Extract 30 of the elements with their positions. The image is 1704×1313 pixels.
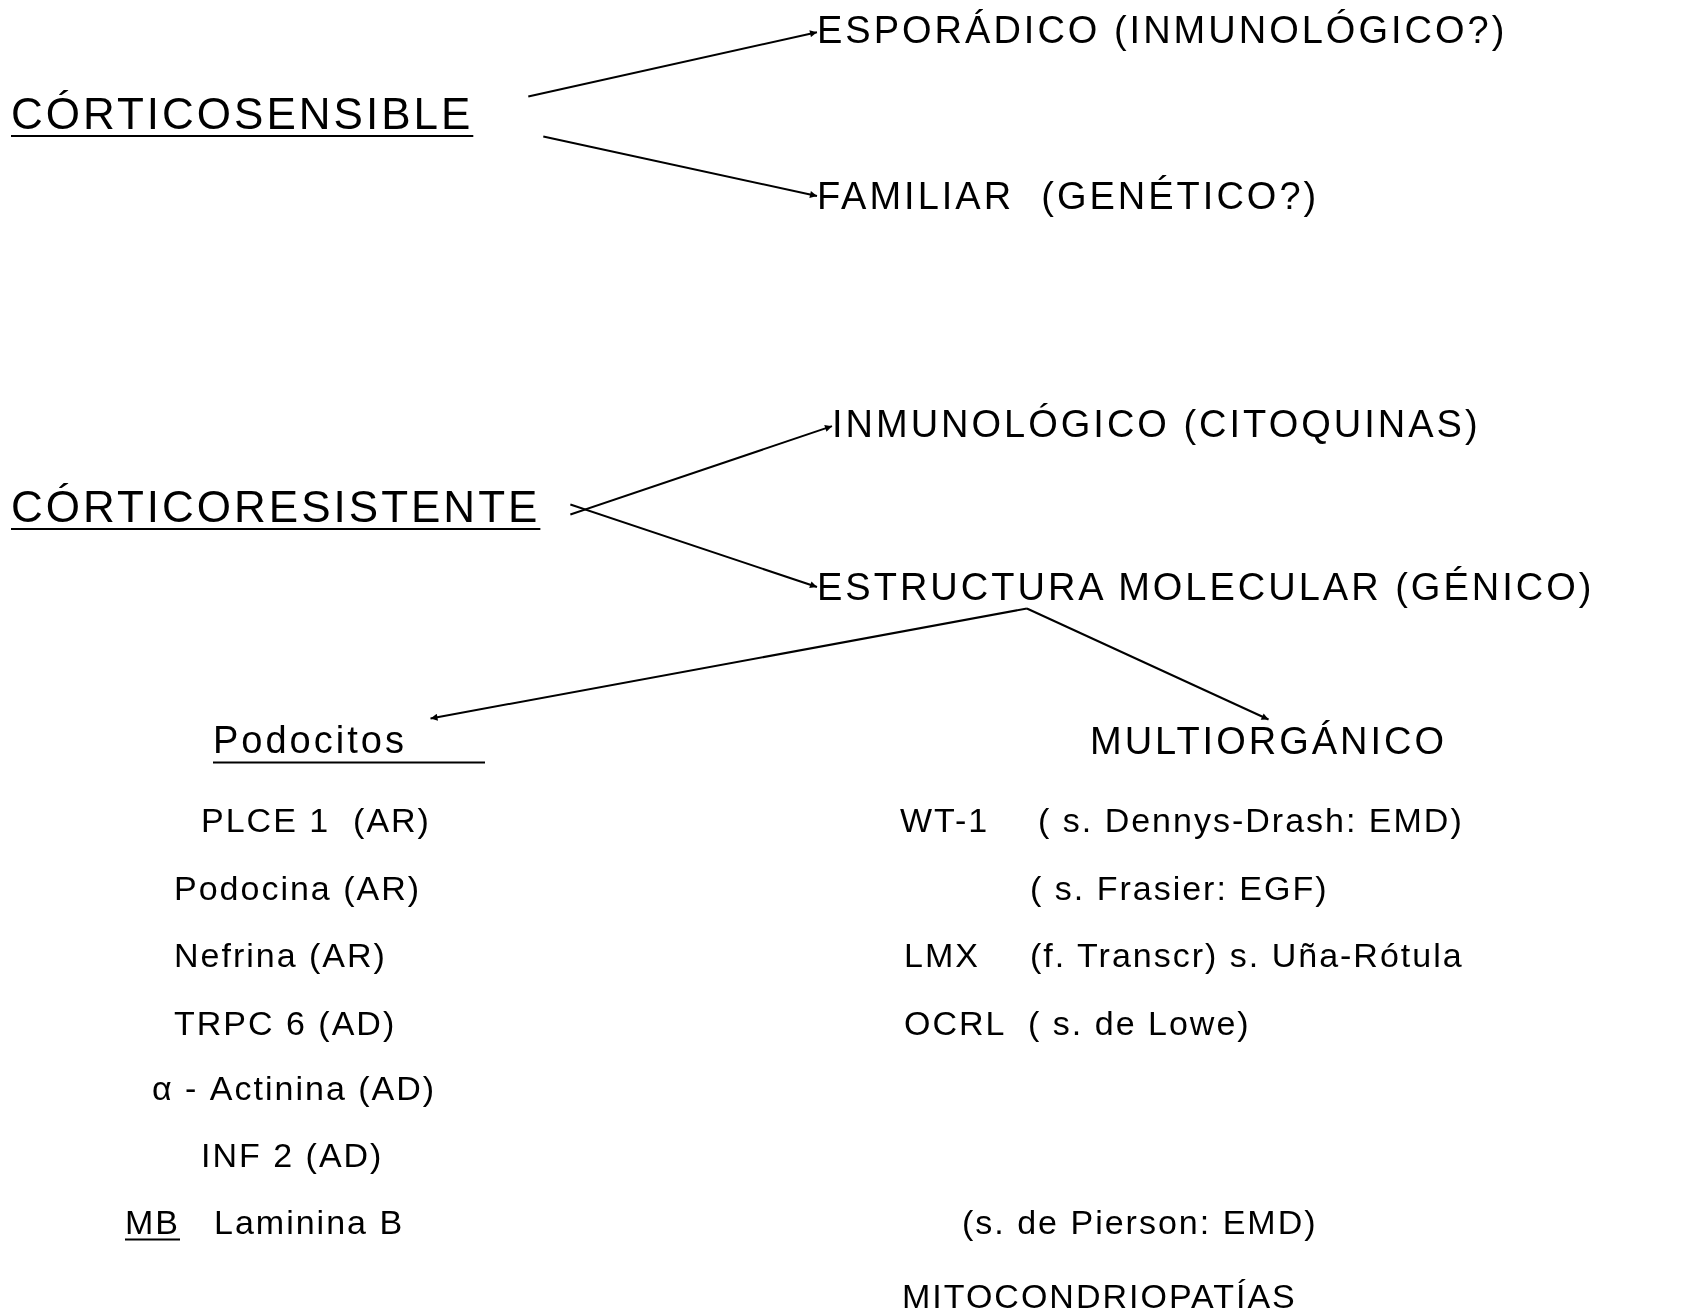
- arrow: [569, 425, 833, 516]
- list-item-text: Nefrina (AR): [174, 935, 387, 975]
- arrow: [1025, 607, 1270, 721]
- category-text: INMUNOLÓGICO (CITOQUINAS): [832, 402, 1481, 446]
- list-item-text: TRPC 6 (AD): [174, 1003, 397, 1043]
- list-item-text: Podocina (AR): [174, 868, 422, 908]
- arrow: [542, 135, 818, 198]
- list-item-text: MB: [125, 1202, 180, 1242]
- arrow: [569, 503, 818, 589]
- list-item-text: (s. de Pierson: EMD): [962, 1202, 1318, 1242]
- arrow: [527, 30, 818, 98]
- category-text: FAMILIAR (GENÉTICO?): [817, 174, 1320, 218]
- category-text: ESPORÁDICO (INMUNOLÓGICO?): [817, 8, 1508, 52]
- list-item-text: MITOCONDRIOPATÍAS: [902, 1276, 1297, 1313]
- category-text: Podocitos: [213, 718, 485, 764]
- list-item-text: Laminina B: [214, 1202, 405, 1242]
- list-item-text: PLCE 1 (AR): [201, 800, 431, 840]
- arrow: [429, 607, 1028, 721]
- list-item-text: ( s. Dennys-Drash: EMD): [1038, 800, 1464, 840]
- list-item-text: INF 2 (AD): [201, 1135, 384, 1175]
- heading-text: CÓRTICOSENSIBLE: [11, 89, 474, 139]
- list-item-text: OCRL ( s. de Lowe): [904, 1003, 1251, 1043]
- list-item-text: LMX: [904, 935, 980, 975]
- list-item-text: α - Actinina (AD): [152, 1068, 437, 1108]
- heading-text: CÓRTICORESISTENTE: [11, 482, 541, 532]
- category-text: MULTIORGÁNICO: [1090, 719, 1448, 763]
- list-item-text: WT-1: [900, 800, 990, 840]
- category-text: ESTRUCTURA MOLECULAR (GÉNICO): [817, 565, 1595, 609]
- list-item-text: ( s. Frasier: EGF): [1030, 868, 1329, 908]
- list-item-text: (f. Transcr) s. Uña-Rótula: [1030, 935, 1464, 975]
